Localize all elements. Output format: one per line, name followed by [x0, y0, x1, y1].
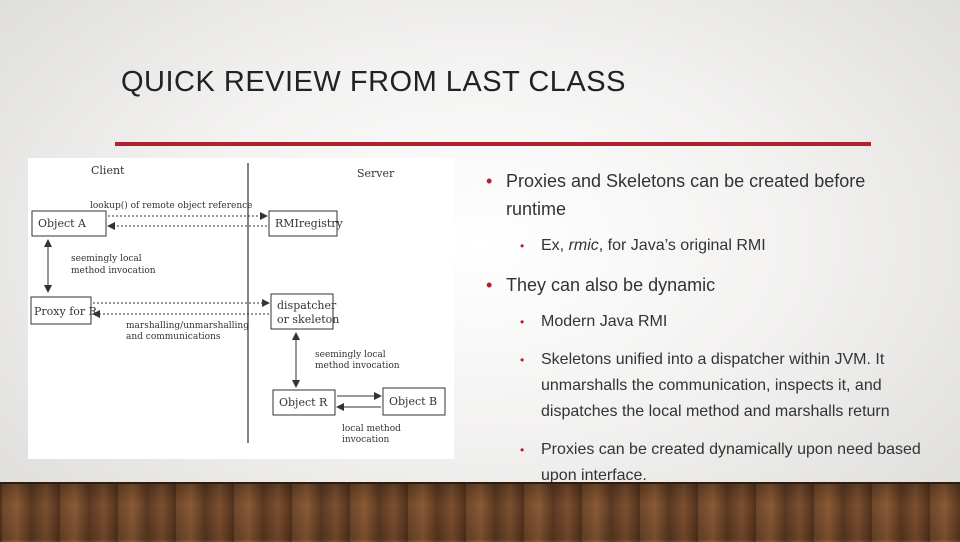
rmi-diagram: Client Server lookup() of remote object … — [28, 158, 454, 459]
sub-bullet-text: Proxies can be created dynamically upon … — [541, 441, 921, 484]
seemingly-local-label-1b: method invocation — [71, 266, 156, 276]
bullet-icon: • — [520, 353, 525, 367]
dispatcher-box — [270, 293, 334, 330]
dispatcher-label-2: or skeleton — [277, 313, 339, 326]
object-b-box — [382, 387, 446, 416]
bullet-text: They can also be dynamic — [506, 275, 716, 295]
object-r-label: Object R — [279, 396, 328, 409]
bullet-item: • They can also be dynamic — [486, 271, 926, 299]
seemingly-local-label-2a: seemingly local — [315, 350, 386, 360]
client-label: Client — [91, 164, 125, 177]
bullet-icon: • — [520, 315, 525, 329]
sub-bullet-item: • Modern Java RMI — [486, 309, 926, 335]
wood-floor-decoration — [0, 482, 960, 542]
rmiregistry-label: RMIregistry — [275, 217, 344, 230]
seemingly-local-label-1a: seemingly local — [71, 254, 142, 264]
object-b-label: Object B — [389, 395, 437, 408]
bullet-icon: • — [486, 275, 493, 295]
seemingly-local-label-2b: method invocation — [315, 361, 400, 371]
sub-bullet-text-prefix: Ex, — [541, 237, 569, 254]
sub-bullet-item: • Skeletons unified into a dispatcher wi… — [486, 347, 926, 425]
object-a-box — [31, 210, 107, 237]
sub-bullet-text: Modern Java RMI — [541, 313, 668, 330]
dispatcher-label-1: dispatcher — [277, 299, 337, 312]
object-r-box — [272, 389, 336, 416]
proxy-box — [30, 296, 92, 325]
slide-title: QUICK REVIEW FROM LAST CLASS — [121, 66, 626, 98]
object-a-label: Object A — [38, 217, 87, 230]
bullet-item: • Proxies and Skeletons can be created b… — [486, 167, 926, 223]
sub-bullet-text-suffix: , for Java’s original RMI — [598, 237, 766, 254]
sub-bullet-item: • Ex, rmic, for Java’s original RMI — [486, 233, 926, 259]
lookup-label: lookup() of remote object reference — [90, 200, 253, 211]
sub-bullet-text: Skeletons unified into a dispatcher with… — [541, 351, 890, 420]
sub-bullet-item: • Proxies can be created dynamically upo… — [486, 437, 926, 489]
title-underline — [115, 142, 871, 146]
marshalling-label-2: and communications — [126, 332, 221, 342]
rmiregistry-box — [268, 210, 338, 237]
bullet-icon: • — [520, 443, 525, 457]
marshalling-label-1: marshalling/unmarshalling — [126, 321, 249, 331]
server-label: Server — [357, 167, 395, 180]
bullet-icon: • — [486, 171, 493, 191]
local-method-label-2: invocation — [342, 435, 389, 445]
bullet-list: • Proxies and Skeletons can be created b… — [486, 167, 926, 501]
proxy-label: Proxy for R — [34, 305, 98, 318]
floor-shading — [0, 482, 960, 540]
bullet-icon: • — [520, 239, 525, 253]
sub-bullet-text-emphasis: rmic — [568, 237, 599, 254]
local-method-label-1: local method — [342, 424, 401, 434]
bullet-text: Proxies and Skeletons can be created bef… — [506, 171, 866, 219]
